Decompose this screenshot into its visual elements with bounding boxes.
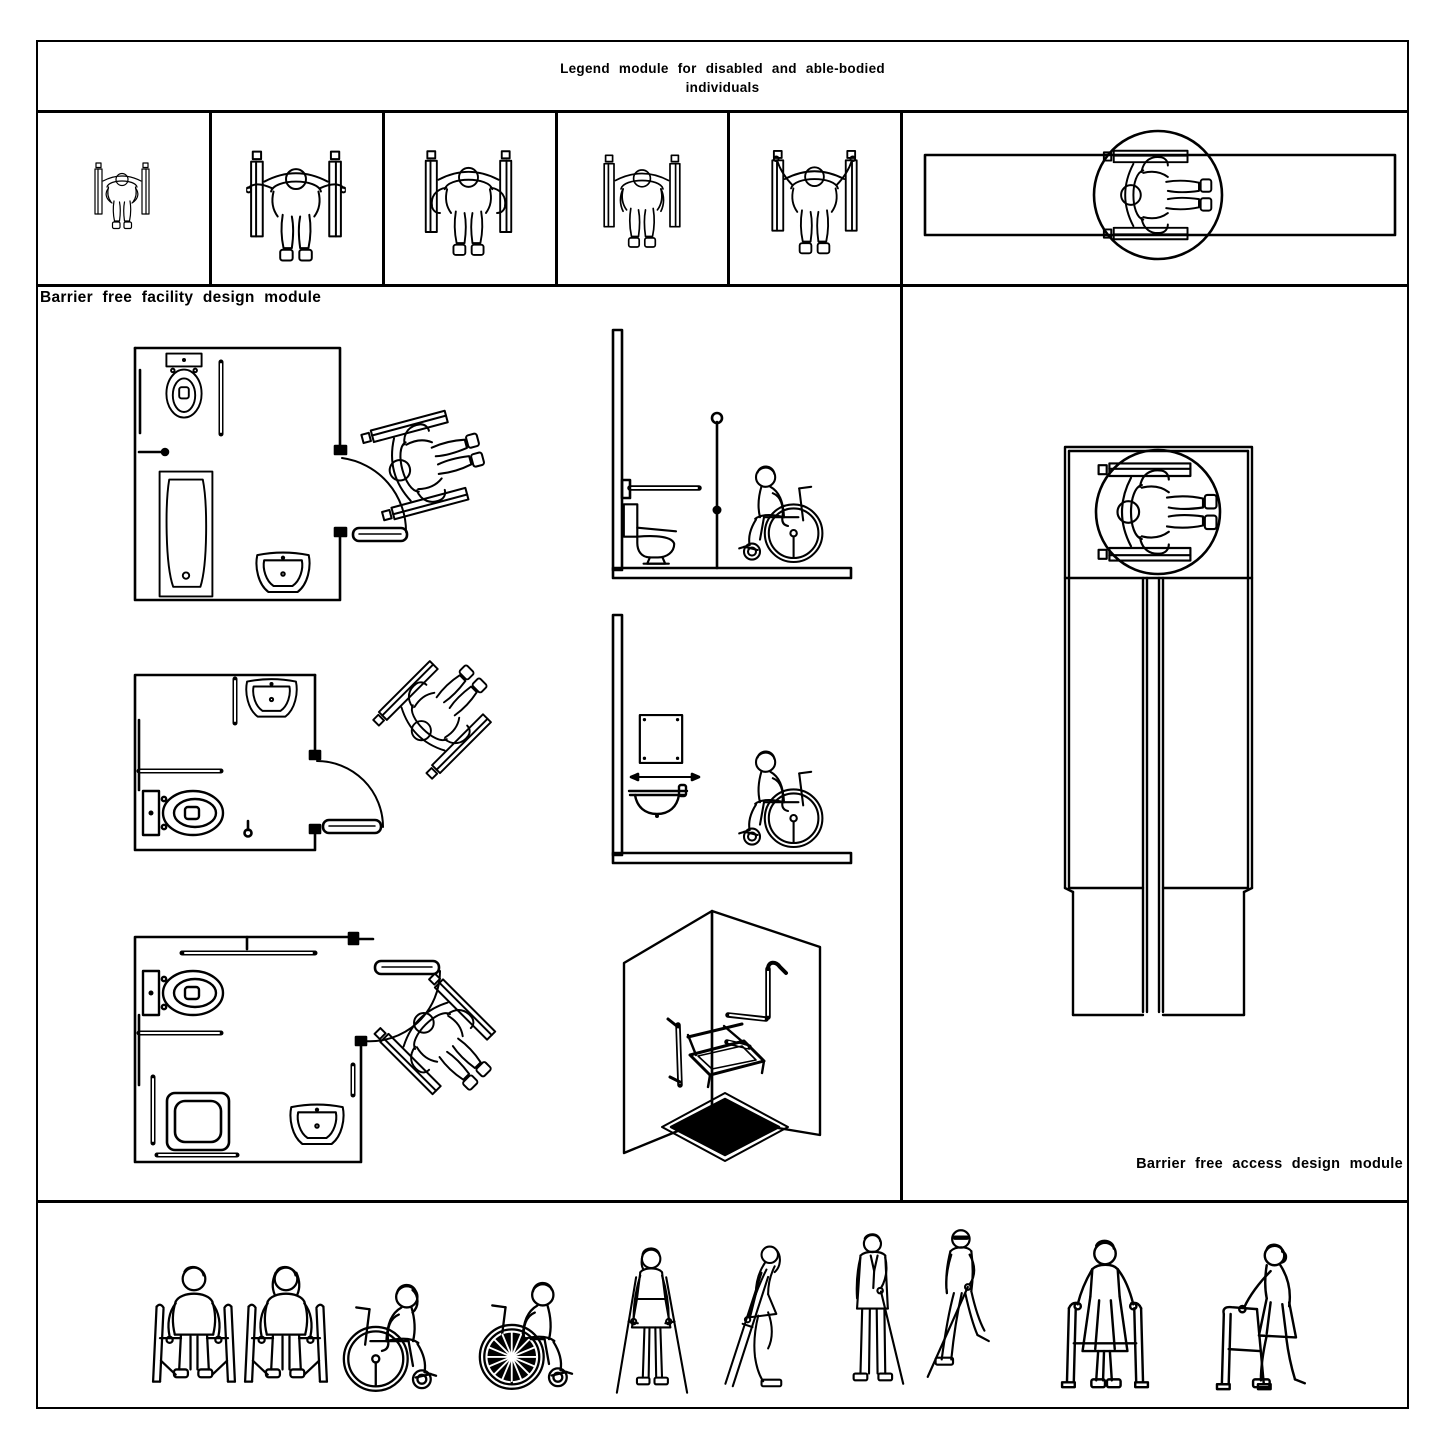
shower-room-plan	[133, 931, 515, 1164]
page-title-line2: individuals	[685, 80, 760, 95]
wheelchair-user-front-male-icon	[146, 1258, 242, 1406]
washbasin-elevation-with-wheelchair	[611, 613, 853, 865]
blind-man-walking-cane-icon	[912, 1225, 1008, 1390]
wheelchair-user-side-male-icon	[478, 1281, 574, 1390]
figures-band-divider	[36, 1200, 1407, 1203]
wheelchair-user-front-female-icon	[238, 1258, 334, 1406]
elderly-walker-side-icon	[1202, 1236, 1310, 1394]
legend-cell-divider	[555, 110, 558, 286]
wheelchair-top-arms-folded-icon	[92, 156, 152, 236]
title-band-divider	[36, 110, 1407, 113]
wheelchair-top-hands-on-wheels-icon	[421, 140, 516, 267]
legend-row-divider	[36, 284, 1407, 287]
bathroom-plan-with-bathtub	[133, 346, 505, 602]
legend-cell-divider	[727, 110, 730, 286]
wheelchair-user-side-female-icon	[342, 1283, 438, 1392]
elderly-walker-front-icon	[1050, 1236, 1160, 1394]
crutches-user-side-icon	[716, 1240, 812, 1392]
module-divider	[900, 110, 903, 1202]
shower-corner-isometric	[622, 909, 822, 1162]
double-ramp-plan	[1063, 445, 1254, 1017]
page-title: Legend module for disabled and able-bodi…	[0, 59, 1445, 97]
page-title-line1: Legend module for disabled and able-bodi…	[560, 61, 885, 76]
sheet-border	[36, 40, 1409, 1409]
blind-man-standing-cane-icon	[828, 1228, 922, 1390]
toilet-room-plan	[133, 665, 505, 852]
toilet-elevation-with-wheelchair	[611, 328, 853, 580]
wheelchair-corridor-clearance-drawing	[923, 129, 1397, 261]
wheelchair-top-arms-raised-icon	[767, 140, 862, 265]
legend-cell-divider	[209, 110, 212, 286]
facility-module-label: Barrier free facility design module	[40, 289, 322, 306]
wheelchair-top-arms-at-sides-icon	[600, 140, 684, 263]
crutches-user-front-icon	[606, 1242, 698, 1397]
wheelchair-top-arms-outstretched-icon	[246, 140, 346, 273]
access-module-label: Barrier free access design module	[1136, 1156, 1403, 1172]
legend-cell-divider	[382, 110, 385, 286]
